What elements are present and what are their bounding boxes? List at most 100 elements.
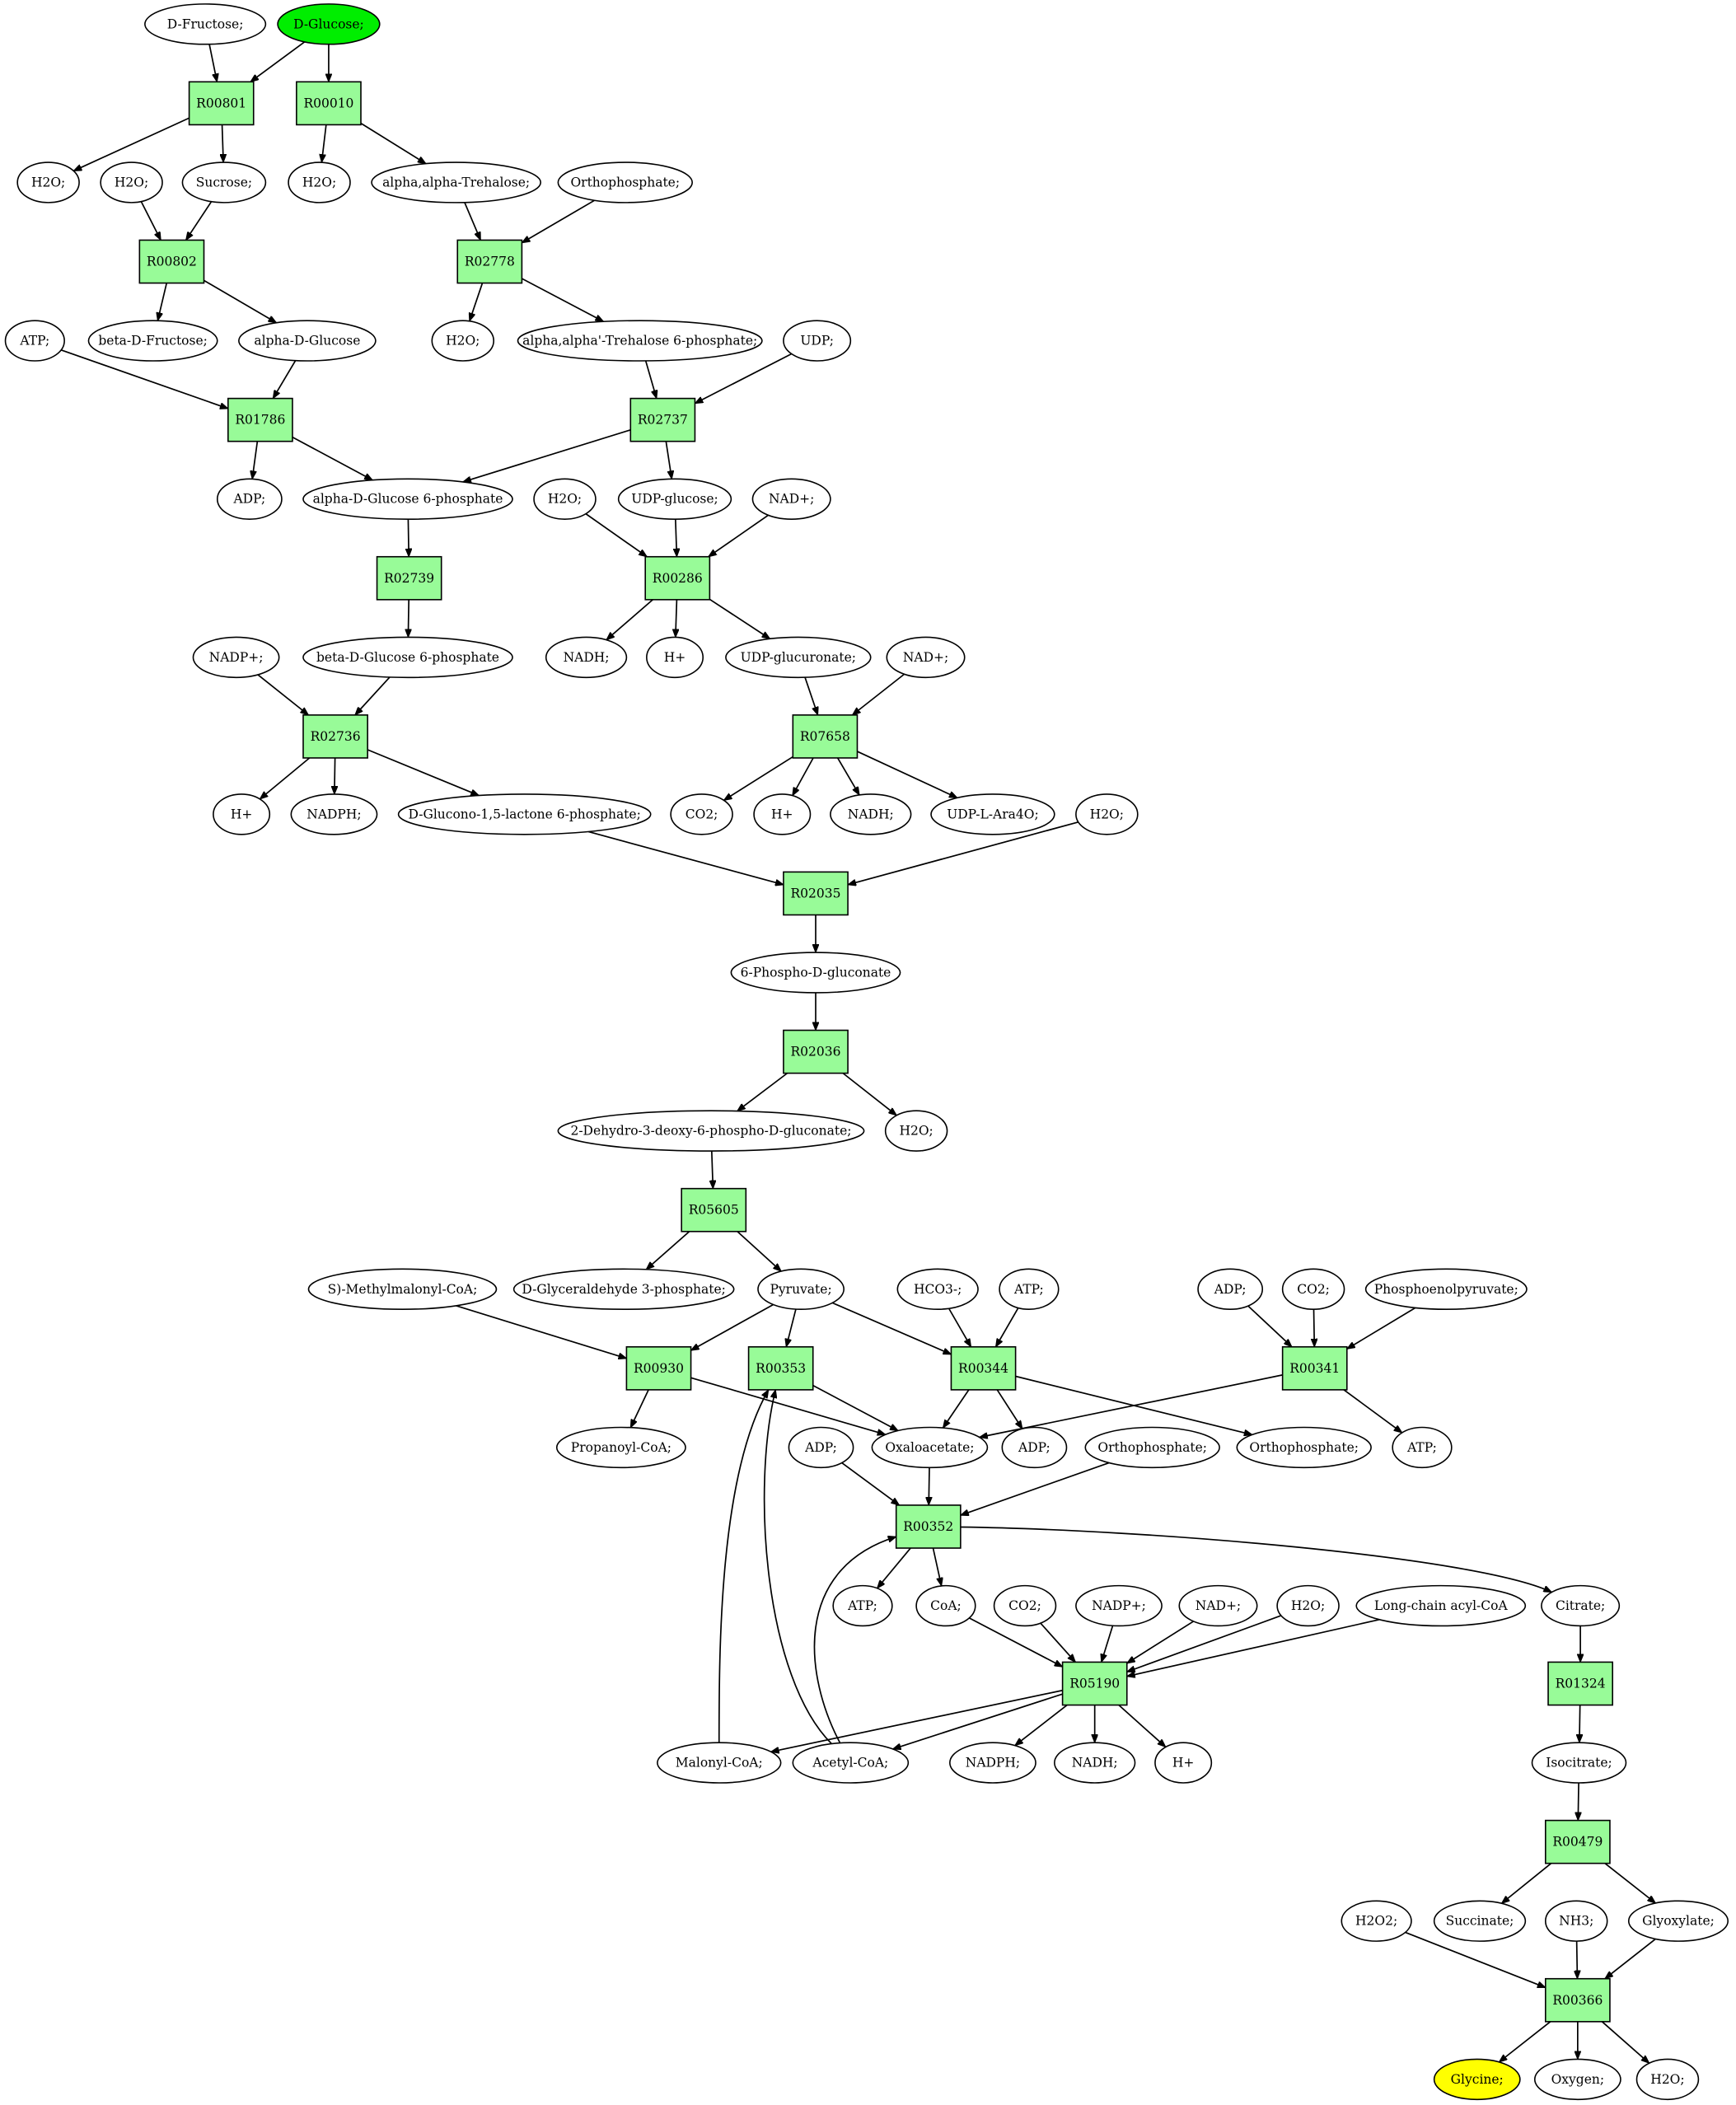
compound-node-bg6p[interactable]: beta-D-Glucose 6-phosphate [302, 636, 513, 679]
reaction-node-r05190[interactable]: R05190 [1061, 1661, 1128, 1706]
edge-r05190-to-hplus_d [1118, 1704, 1166, 1747]
compound-node-glucono[interactable]: D-Glucono-1,5-lactone 6-phosphate; [397, 793, 652, 835]
compound-ellipse [788, 1426, 854, 1469]
compound-node-alphadglucose[interactable]: alpha-D-Glucose [238, 320, 377, 362]
compound-node-h2o_e[interactable]: H2O; [533, 478, 597, 520]
compound-node-co2_c[interactable]: CO2; [993, 1584, 1057, 1627]
compound-node-dfructose[interactable]: D-Fructose; [144, 3, 267, 45]
compound-node-nadp_b[interactable]: NADP+; [1075, 1584, 1163, 1627]
compound-node-succinate[interactable]: Succinate; [1433, 1900, 1527, 1942]
compound-node-hplus_b[interactable]: H+ [213, 793, 271, 835]
reaction-node-r00366[interactable]: R00366 [1544, 1977, 1611, 2023]
compound-node-h2o_a[interactable]: H2O; [16, 161, 80, 203]
reaction-node-r02737[interactable]: R02737 [629, 397, 696, 442]
compound-node-glycine[interactable]: Glycine; [1433, 2058, 1521, 2101]
compound-node-nadph_b[interactable]: NADPH; [949, 1742, 1036, 1784]
compound-node-atp_a[interactable]: ATP; [4, 320, 65, 362]
compound-node-trehalose6p[interactable]: alpha,alpha'-Trehalose 6-phosphate; [517, 320, 763, 362]
compound-node-nadh_c[interactable]: NADH; [1054, 1742, 1136, 1784]
reaction-node-r00353[interactable]: R00353 [747, 1345, 814, 1391]
compound-label: ADP; [1214, 1282, 1247, 1297]
compound-node-dglucose[interactable]: D-Glucose; [277, 3, 381, 45]
compound-node-udp[interactable]: UDP; [783, 320, 852, 362]
compound-node-hco3[interactable]: HCO3-; [896, 1268, 979, 1311]
compound-node-citrate[interactable]: Citrate; [1541, 1584, 1621, 1627]
compound-label: H2O; [31, 175, 65, 189]
compound-node-adp_b[interactable]: ADP; [1197, 1268, 1264, 1311]
compound-node-nadph_a[interactable]: NADPH; [290, 793, 378, 835]
compound-node-h2o_c[interactable]: H2O; [288, 161, 351, 203]
compound-node-glyoxylate[interactable]: Glyoxylate; [1627, 1900, 1729, 1942]
reaction-node-r00930[interactable]: R00930 [625, 1345, 692, 1391]
reaction-node-r00286[interactable]: R00286 [644, 555, 711, 601]
reaction-node-r05605[interactable]: R05605 [681, 1187, 747, 1233]
compound-node-h2o2[interactable]: H2O2; [1341, 1900, 1412, 1942]
compound-node-nadh_b[interactable]: NADH; [830, 793, 912, 835]
compound-node-nadh_a[interactable]: NADH; [545, 636, 628, 679]
reaction-node-r02036[interactable]: R02036 [783, 1029, 849, 1074]
compound-node-udpglucuronate[interactable]: UDP-glucuronate; [725, 636, 872, 679]
compound-node-kdpg[interactable]: 2-Dehydro-3-deoxy-6-phospho-D-gluconate; [557, 1110, 865, 1152]
compound-node-nad_b[interactable]: NAD+; [886, 636, 966, 679]
compound-node-atp_d[interactable]: ATP; [832, 1584, 893, 1627]
compound-ellipse [517, 320, 763, 362]
compound-node-h2o_f[interactable]: H2O; [1075, 793, 1139, 835]
compound-node-nad_a[interactable]: NAD+; [751, 478, 831, 520]
compound-node-phosphogluconate[interactable]: 6-Phospho-D-gluconate [730, 952, 901, 994]
compound-node-betadfructose[interactable]: beta-D-Fructose; [87, 320, 218, 362]
reaction-node-r00802[interactable]: R00802 [138, 239, 205, 284]
compound-node-co2_b[interactable]: CO2; [1281, 1268, 1345, 1311]
compound-node-sucrose[interactable]: Sucrose; [181, 161, 267, 203]
reaction-node-r00352[interactable]: R00352 [895, 1504, 962, 1549]
compound-node-atp_c[interactable]: ATP; [1392, 1426, 1453, 1469]
reaction-node-r00479[interactable]: R00479 [1544, 1819, 1611, 1864]
compound-node-adp_d[interactable]: ADP; [1001, 1426, 1068, 1469]
compound-node-nadp_a[interactable]: NADP+; [192, 636, 280, 679]
compound-node-atp_b[interactable]: ATP; [999, 1268, 1060, 1311]
reaction-node-r00801[interactable]: R00801 [188, 81, 255, 126]
compound-node-h2o_b[interactable]: H2O; [100, 161, 163, 203]
reaction-node-r02739[interactable]: R02739 [376, 555, 442, 601]
reaction-node-r02736[interactable]: R02736 [302, 714, 368, 759]
compound-node-h2o_i[interactable]: H2O; [1635, 2058, 1700, 2101]
compound-node-malonyl[interactable]: Malonyl-CoA; [657, 1742, 782, 1784]
compound-node-adp_c[interactable]: ADP; [788, 1426, 854, 1469]
compound-node-oxygen[interactable]: Oxygen; [1533, 2058, 1621, 2101]
compound-node-udpglucose[interactable]: UDP-glucose; [617, 478, 732, 520]
compound-node-coa[interactable]: CoA; [915, 1584, 976, 1627]
compound-node-pep[interactable]: Phosphoenolpyruvate; [1364, 1268, 1528, 1311]
compound-node-pyruvate[interactable]: Pyruvate; [757, 1268, 845, 1311]
compound-node-nh3[interactable]: NH3; [1544, 1900, 1608, 1942]
compound-node-h2o_h[interactable]: H2O; [1276, 1584, 1340, 1627]
reaction-node-r00010[interactable]: R00010 [296, 81, 362, 126]
reaction-node-r01324[interactable]: R01324 [1547, 1661, 1613, 1706]
compound-node-hplus_c[interactable]: H+ [753, 793, 812, 835]
compound-node-co2_a[interactable]: CO2; [670, 793, 733, 835]
compound-node-h2o_d[interactable]: H2O; [431, 320, 495, 362]
compound-node-orthophosphate_a[interactable]: Orthophosphate; [557, 161, 693, 203]
compound-node-adp_a[interactable]: ADP; [216, 478, 283, 520]
reaction-node-r02035[interactable]: R02035 [783, 871, 849, 916]
reaction-node-r00341[interactable]: R00341 [1281, 1345, 1348, 1391]
reaction-node-r07658[interactable]: R07658 [792, 714, 859, 759]
compound-node-nad_c[interactable]: NAD+; [1178, 1584, 1258, 1627]
compound-node-propanoyl[interactable]: Propanoyl-CoA; [555, 1426, 686, 1469]
compound-node-h2o_g[interactable]: H2O; [884, 1110, 948, 1152]
compound-ellipse [397, 793, 652, 835]
compound-node-trehalose[interactable]: alpha,alpha-Trehalose; [371, 161, 541, 203]
compound-node-hplus_a[interactable]: H+ [646, 636, 704, 679]
reaction-node-r02778[interactable]: R02778 [456, 239, 523, 284]
compound-node-udparab[interactable]: UDP-L-Ara4O; [930, 793, 1055, 835]
compound-node-acylcoa[interactable]: Long-chain acyl-CoA [1355, 1584, 1527, 1627]
compound-node-methylmalonyl[interactable]: S)-Methylmalonyl-CoA; [307, 1268, 498, 1311]
compound-node-g6p[interactable]: alpha-D-Glucose 6-phosphate [302, 478, 513, 520]
compound-node-isocitrate[interactable]: Isocitrate; [1531, 1742, 1627, 1784]
compound-node-orthophosphate_b[interactable]: Orthophosphate; [1084, 1426, 1220, 1469]
compound-node-gap[interactable]: D-Glyceraldehyde 3-phosphate; [512, 1268, 735, 1311]
compound-node-acetyl[interactable]: Acetyl-CoA; [792, 1742, 910, 1784]
reaction-node-r00344[interactable]: R00344 [950, 1345, 1017, 1391]
reaction-node-r01786[interactable]: R01786 [227, 397, 293, 442]
compound-node-oxaloacetate[interactable]: Oxaloacetate; [871, 1426, 989, 1469]
compound-node-orthophosphate_c[interactable]: Orthophosphate; [1236, 1426, 1372, 1469]
compound-node-hplus_d[interactable]: H+ [1154, 1742, 1213, 1784]
